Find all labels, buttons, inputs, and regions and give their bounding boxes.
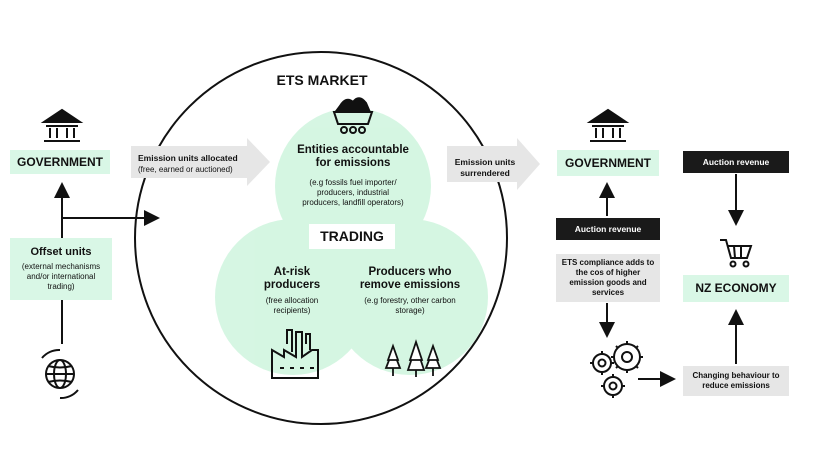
atrisk-title: At-risk producers	[263, 266, 321, 291]
allocated-title: Emission units allocated	[138, 153, 238, 163]
auction-revenue-box-right: Auction revenue	[683, 151, 789, 173]
atrisk-desc: (free allocation recipients)	[265, 296, 319, 315]
government-left-box: GOVERNMENT	[10, 150, 110, 174]
market-circle	[134, 51, 508, 425]
nz-economy-box: NZ ECONOMY	[683, 275, 789, 302]
coal-cart-icon	[332, 97, 374, 134]
remove-desc: (e.g forestry, other carbon storage)	[364, 296, 456, 315]
venn-atrisk	[215, 219, 371, 375]
remove-title: Producers who remove emissions	[359, 266, 461, 291]
venn-remove	[332, 219, 488, 375]
government-building-icon	[40, 108, 84, 142]
gears-icon	[590, 341, 643, 398]
globe-icon	[41, 348, 79, 400]
government-building-icon-right	[586, 108, 630, 142]
market-title: ETS MARKET	[276, 72, 368, 88]
allocated-arrow-shape	[131, 138, 270, 186]
offset-desc: (external mechanisms and/or internationa…	[21, 262, 101, 291]
shopping-cart-icon	[720, 239, 753, 268]
surrendered-label: Emission units surrendered	[454, 157, 516, 178]
auction-revenue-box-mid: Auction revenue	[556, 218, 660, 240]
offset-units-box: Offset units (external mechanisms and/or…	[10, 238, 112, 300]
offset-title: Offset units	[30, 246, 92, 258]
changing-behaviour-box: Changing behaviour to reduce emissions	[683, 366, 789, 396]
government-right-box: GOVERNMENT	[557, 150, 659, 176]
trading-label: TRADING	[309, 224, 395, 249]
entities-desc: (e.g fossils fuel importer/ producers, i…	[302, 178, 404, 207]
compliance-box: ETS compliance adds to the cos of higher…	[556, 254, 660, 302]
forest-icon	[384, 339, 442, 377]
surrendered-arrow-shape	[447, 138, 540, 190]
entities-title: Entities accountable for emissions	[297, 144, 409, 169]
factory-icon	[271, 329, 319, 379]
allocated-desc: (free, earned or auctioned)	[138, 165, 233, 174]
